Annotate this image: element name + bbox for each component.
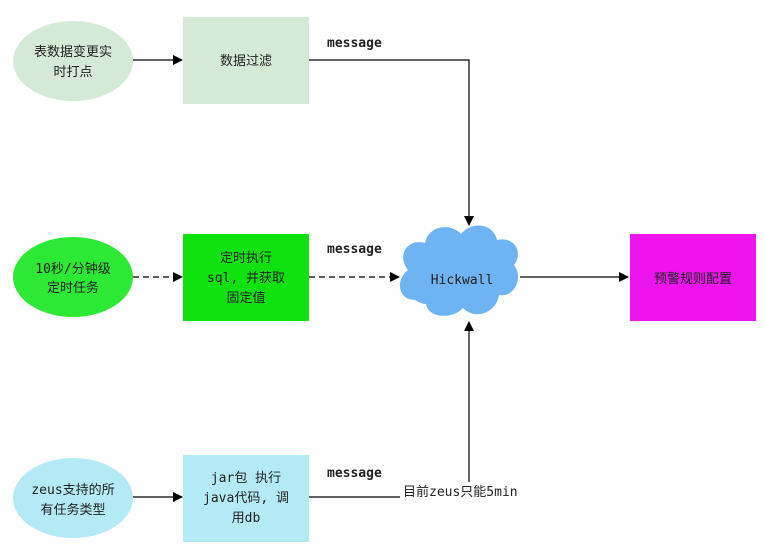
source-table-change-line-1: 表数据变更实 — [34, 44, 112, 60]
alert-rule-config: 预警规则配置 — [630, 234, 756, 321]
process-jar-exec-line-3: 用db — [232, 511, 261, 526]
source-table-change-line-2: 时打点 — [53, 65, 92, 80]
alert-rule-config-label: 预警规则配置 — [654, 271, 732, 287]
source-timer-task: 10秒/分钟级 定时任务 — [13, 237, 133, 317]
source-zeus-tasks: zeus支持的所 有任务类型 — [13, 458, 133, 538]
edge-note-zeus-limit: 目前zeus只能5min — [403, 484, 518, 500]
process-data-filter: 数据过滤 — [183, 17, 309, 104]
process-data-filter-shape — [183, 17, 309, 104]
process-jar-exec-line-1: jar包 执行 — [211, 471, 281, 486]
edge-note-background — [400, 482, 538, 500]
source-zeus-tasks-line-1: zeus支持的所 — [31, 482, 114, 498]
source-timer-task-line-1: 10秒/分钟级 — [35, 261, 110, 277]
process-scheduled-sql: 定时执行 sql, 并获取 固定值 — [183, 234, 309, 321]
source-timer-task-line-2: 定时任务 — [47, 280, 99, 296]
source-table-change-shape — [13, 21, 133, 101]
source-table-change: 表数据变更实 时打点 — [13, 21, 133, 101]
process-scheduled-sql-line-2: sql, 并获取 — [207, 271, 285, 286]
edge-label-sql: message — [327, 242, 382, 257]
process-jar-exec: jar包 执行 java代码, 调 用db — [183, 455, 309, 542]
hickwall-cloud-shape — [399, 225, 519, 316]
process-scheduled-sql-line-1: 定时执行 — [220, 251, 272, 266]
edge-filter-to-hickwall — [309, 59, 474, 226]
source-zeus-tasks-shape — [13, 458, 133, 538]
hickwall-cloud: Hickwall — [399, 225, 519, 316]
edge-label-filter: message — [327, 36, 382, 51]
edge-label-jar: message — [327, 466, 382, 481]
process-jar-exec-shape — [183, 455, 309, 542]
process-jar-exec-line-2: java代码, 调 — [203, 491, 289, 506]
process-scheduled-sql-shape — [183, 234, 309, 321]
alert-rule-config-shape — [630, 234, 756, 321]
source-zeus-tasks-line-2: 有任务类型 — [40, 502, 105, 518]
process-data-filter-label: 数据过滤 — [220, 54, 272, 69]
process-scheduled-sql-line-3: 固定值 — [226, 290, 265, 306]
source-timer-task-shape — [13, 237, 133, 317]
hickwall-label: Hickwall — [431, 273, 494, 288]
